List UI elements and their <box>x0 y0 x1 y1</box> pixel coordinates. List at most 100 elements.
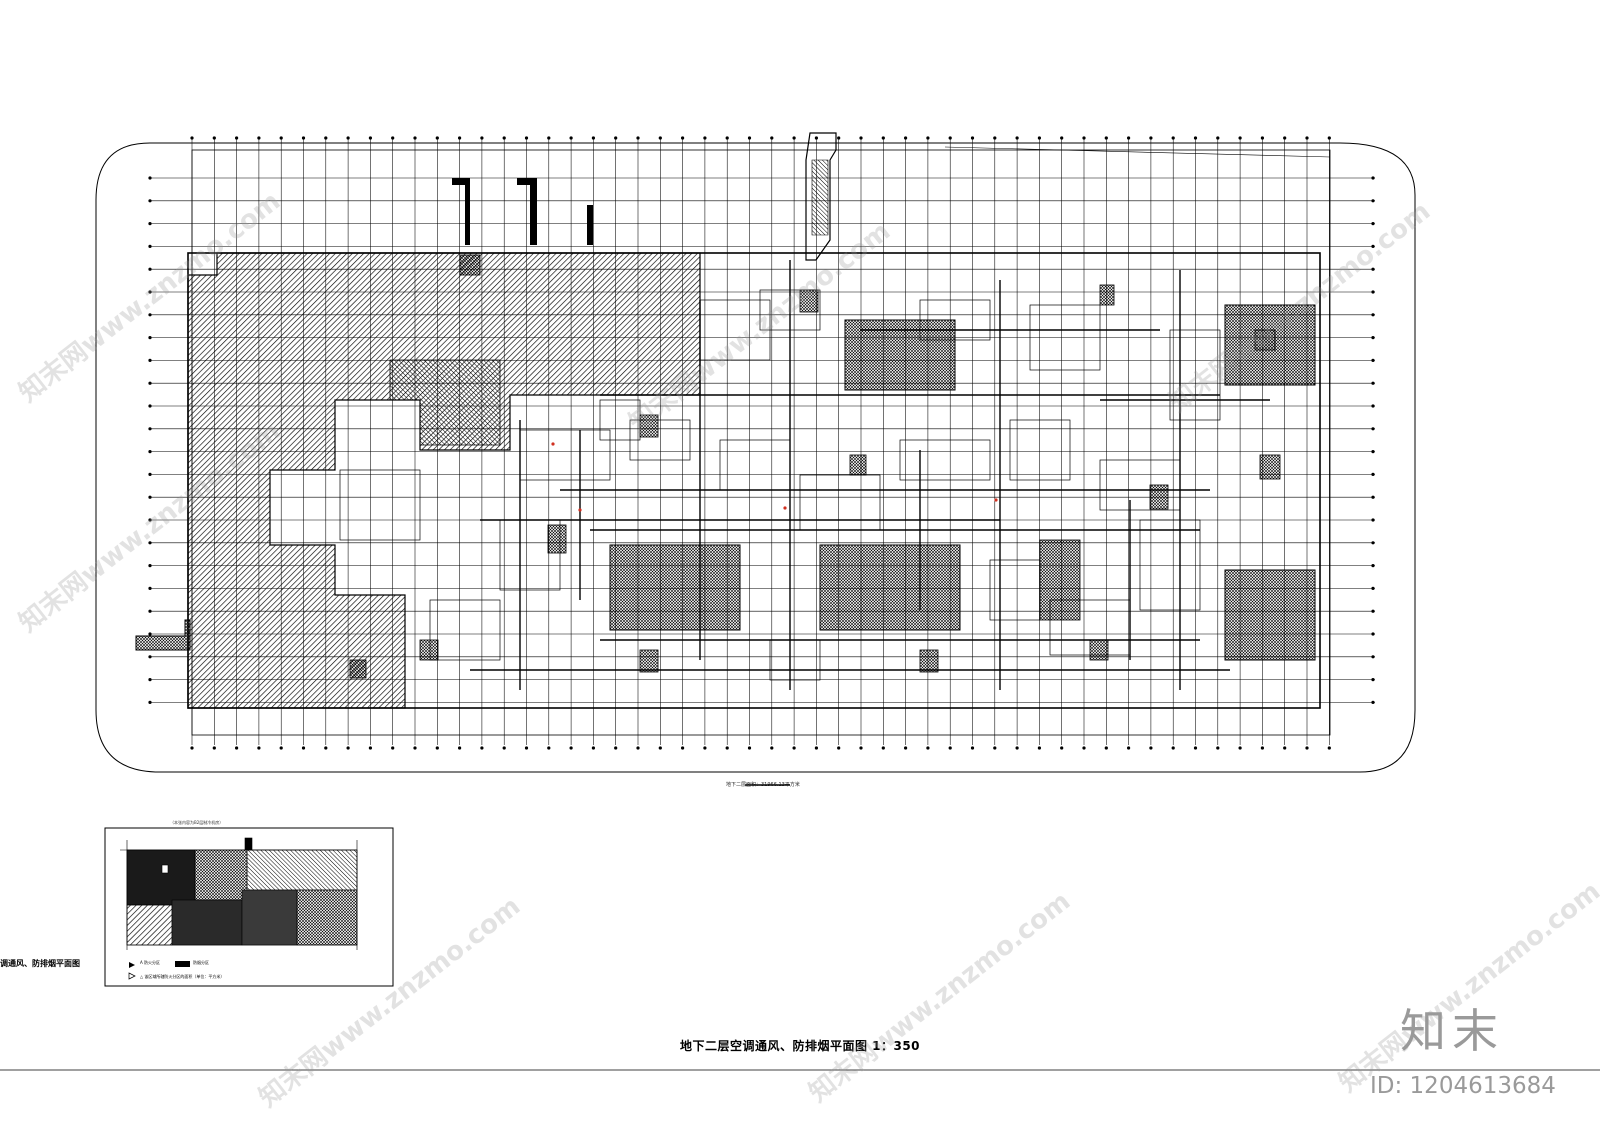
axis-bubble <box>926 136 930 140</box>
axis-bubble <box>1305 746 1309 750</box>
axis-bubble <box>926 746 930 750</box>
axis-bubble <box>1371 381 1375 385</box>
axis-bubble <box>703 136 707 140</box>
axis-bubble <box>1371 700 1375 705</box>
axis-bubble <box>458 136 462 140</box>
axis-bubble <box>480 136 484 140</box>
hatched-fire-zone <box>187 252 701 709</box>
room-outline <box>899 439 991 481</box>
axis-bubble <box>235 136 239 140</box>
axis-bubble <box>837 746 841 750</box>
axis-bubble <box>725 746 729 750</box>
axis-bubble <box>212 136 216 140</box>
axis-bubble <box>301 746 306 750</box>
equipment-block <box>1089 639 1109 661</box>
equipment-block <box>1099 284 1115 306</box>
axis-bubble <box>1371 358 1375 362</box>
drawing-title: 地下二层空调通风、防排烟平面图 1：350 <box>679 1039 921 1053</box>
axis-bubble <box>904 136 908 140</box>
axis-bubble <box>770 746 774 750</box>
axis-bubble <box>435 136 439 140</box>
equipment-block <box>639 414 659 438</box>
room-outline <box>1009 419 1071 481</box>
axis-bubble <box>1305 136 1309 140</box>
axis-bubble <box>148 267 152 271</box>
axis-bubble <box>148 176 152 180</box>
axis-bubble <box>904 746 908 750</box>
axis-bubble <box>770 136 774 140</box>
axis-bubble <box>1327 136 1331 140</box>
axis-bubble <box>368 136 372 140</box>
axis-bubble <box>1260 746 1264 750</box>
room-outline <box>769 639 821 681</box>
key-plan-caption: （本张内容为B2层制冷机房） <box>170 820 224 825</box>
shaft-2 <box>517 178 537 245</box>
axis-bubble <box>391 136 395 140</box>
axis-bubble <box>1238 746 1242 750</box>
axis-bubble <box>279 136 283 140</box>
axis-bubble <box>1171 136 1175 140</box>
axis-bubble <box>569 136 573 140</box>
key-plan-frame <box>104 827 394 987</box>
axis-bubble <box>148 564 152 568</box>
axis-bubble <box>524 136 529 140</box>
shaft-3 <box>587 205 593 245</box>
axis-bubble <box>1171 746 1175 750</box>
axis-bubble <box>970 746 975 750</box>
axis-bubble <box>658 136 662 140</box>
axis-bubble <box>681 746 685 750</box>
axis-bubble <box>792 746 796 750</box>
axis-bubble <box>1060 746 1064 750</box>
axis-bubble <box>148 541 152 545</box>
equipment-block <box>639 649 659 673</box>
axis-bubble <box>148 358 152 362</box>
axis-bubble <box>1037 136 1041 140</box>
axis-bubble <box>190 136 194 140</box>
axis-bubble <box>368 746 372 750</box>
axis-bubble <box>1082 136 1086 140</box>
axis-bubble <box>1193 746 1198 750</box>
axis-bubble <box>970 136 975 140</box>
equipment-block <box>547 524 567 554</box>
axis-bubble <box>1238 136 1242 140</box>
axis-bubble <box>1371 176 1375 180</box>
equipment-block <box>849 454 867 476</box>
axis-bubble <box>148 700 152 705</box>
axis-bubble <box>148 290 152 294</box>
axis-bubble <box>235 746 239 750</box>
legend-item-area-note: △ 该区域所辖防火分区的面积（单位：平方米） <box>140 974 225 979</box>
axis-bubble <box>636 746 640 750</box>
axis-bubble <box>148 450 152 454</box>
axis-bubble <box>190 746 194 750</box>
plant-room-4 <box>1224 304 1316 386</box>
plant-room-3 <box>844 319 956 391</box>
axis-bubble <box>148 632 152 636</box>
axis-bubble <box>747 136 752 140</box>
axis-bubble <box>257 746 261 750</box>
room-outline <box>429 599 501 661</box>
red-markers <box>551 442 998 512</box>
brand-logo-text: 知末 <box>1400 1004 1504 1058</box>
room-outline <box>1139 519 1201 611</box>
axis-bubble <box>346 136 350 140</box>
axis-bubble <box>859 136 863 140</box>
key-plan-map <box>120 837 358 950</box>
axis-bubble <box>524 746 529 750</box>
air-shaft-hatch <box>811 159 829 236</box>
axis-bubble <box>148 336 152 340</box>
axis-bubble <box>1371 472 1375 476</box>
axis-bubble <box>1149 746 1153 750</box>
axis-bubble <box>1371 313 1375 317</box>
axis-bubble <box>148 609 152 613</box>
shaft-1 <box>452 178 470 245</box>
axis-bubble <box>1371 244 1375 248</box>
axis-bubble <box>148 586 152 591</box>
axis-bubble <box>636 136 640 140</box>
axis-bubble <box>1127 136 1131 140</box>
legend-item-fire-zone: A 防火分区 <box>140 960 161 965</box>
axis-bubble <box>725 136 729 140</box>
axis-bubble <box>1371 609 1375 613</box>
axis-bubble <box>881 136 885 140</box>
site-boundary <box>95 142 1416 773</box>
plant-room-2 <box>819 544 961 631</box>
